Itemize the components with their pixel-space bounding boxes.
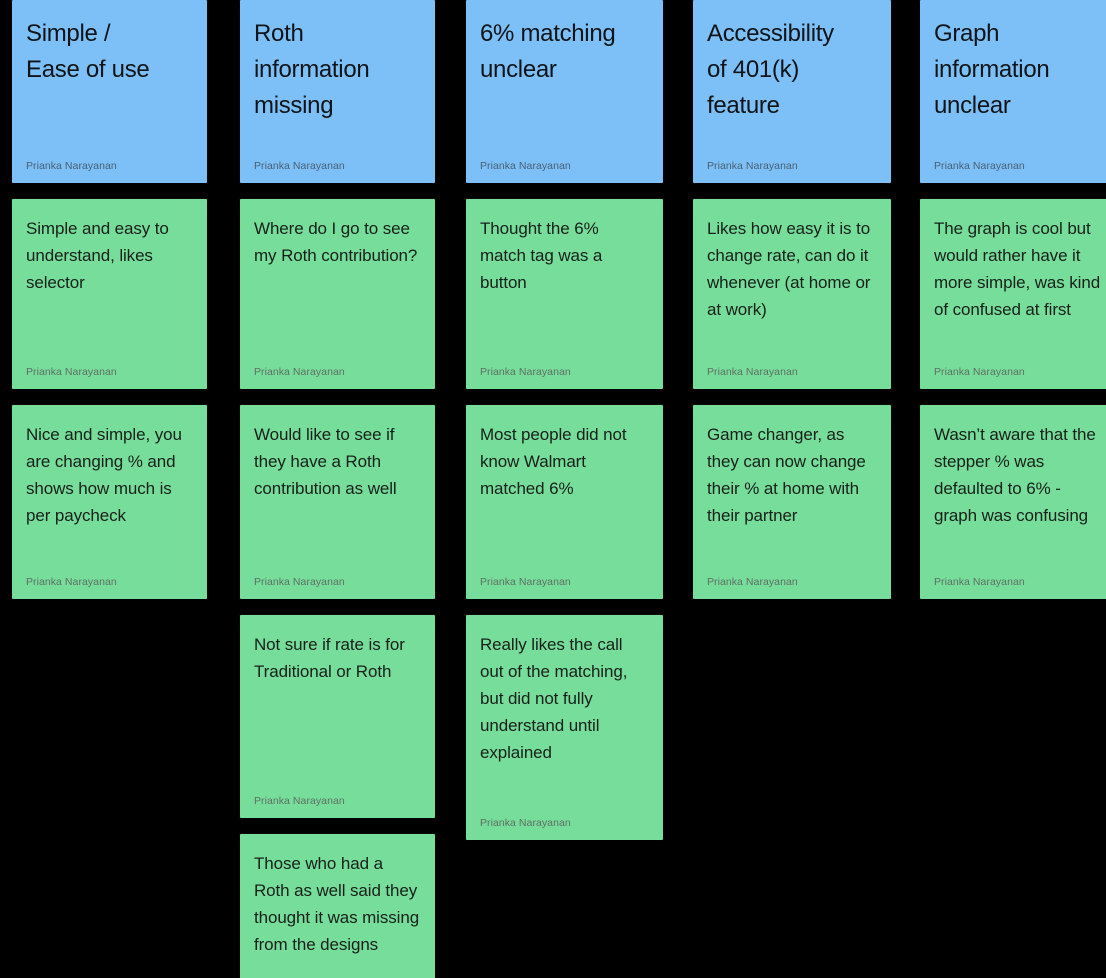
note-author: Prianka Narayanan (480, 817, 571, 829)
board-column-graph-information-unclear: Graph information unclear Prianka Naraya… (920, 0, 1106, 615)
board-column-accessibility-of-401k-feature: Accessibility of 401(k) feature Prianka … (693, 0, 891, 615)
sticky-note[interactable]: Simple and easy to understand, likes sel… (12, 199, 207, 389)
note-author: Prianka Narayanan (26, 366, 117, 378)
sticky-note-text: Most people did not know Walmart matched… (480, 425, 627, 498)
sticky-note[interactable]: Where do I go to see my Roth contributio… (240, 199, 435, 389)
board-column-roth-information-missing: Roth information missing Prianka Narayan… (240, 0, 435, 978)
sticky-note-text: Wasn’t aware that the stepper % was defa… (934, 425, 1096, 525)
header-note[interactable]: 6% matching unclear Prianka Narayanan (466, 0, 663, 183)
header-note-text: Roth information missing (254, 20, 370, 119)
sticky-note[interactable]: Really likes the call out of the matchin… (466, 615, 663, 840)
sticky-note[interactable]: Game changer, as they can now change the… (693, 405, 891, 599)
note-author: Prianka Narayanan (707, 366, 798, 378)
note-author: Prianka Narayanan (934, 576, 1025, 588)
note-author: Prianka Narayanan (707, 160, 798, 172)
sticky-note-text: Would like to see if they have a Roth co… (254, 425, 397, 498)
note-author: Prianka Narayanan (254, 576, 345, 588)
note-author: Prianka Narayanan (934, 160, 1025, 172)
note-author: Prianka Narayanan (934, 366, 1025, 378)
note-author: Prianka Narayanan (254, 366, 345, 378)
note-author: Prianka Narayanan (26, 160, 117, 172)
note-author: Prianka Narayanan (480, 366, 571, 378)
header-note[interactable]: Accessibility of 401(k) feature Prianka … (693, 0, 891, 183)
sticky-note-text: Nice and simple, you are changing % and … (26, 425, 182, 525)
header-note[interactable]: Simple / Ease of use Prianka Narayanan (12, 0, 207, 183)
header-note-text: Graph information unclear (934, 20, 1050, 119)
sticky-note-text: Game changer, as they can now change the… (707, 425, 866, 525)
board-column-6-percent-matching-unclear: 6% matching unclear Prianka Narayanan Th… (466, 0, 663, 856)
sticky-note[interactable]: Thought the 6% match tag was a button Pr… (466, 199, 663, 389)
sticky-note-text: Thought the 6% match tag was a button (480, 219, 603, 292)
sticky-note[interactable]: Those who had a Roth as well said they t… (240, 834, 435, 978)
sticky-note[interactable]: Wasn’t aware that the stepper % was defa… (920, 405, 1106, 599)
sticky-note[interactable]: Most people did not know Walmart matched… (466, 405, 663, 599)
sticky-note-text: Simple and easy to understand, likes sel… (26, 219, 169, 292)
sticky-note-text: Those who had a Roth as well said they t… (254, 854, 420, 954)
sticky-note-text: Where do I go to see my Roth contributio… (254, 219, 418, 265)
note-author: Prianka Narayanan (26, 576, 117, 588)
sticky-note-text: Likes how easy it is to change rate, can… (707, 219, 871, 319)
header-note-text: Simple / Ease of use (26, 20, 150, 83)
sticky-note[interactable]: Would like to see if they have a Roth co… (240, 405, 435, 599)
sticky-note-text: The graph is cool but would rather have … (934, 219, 1101, 319)
sticky-note-text: Really likes the call out of the matchin… (480, 635, 628, 762)
sticky-note[interactable]: The graph is cool but would rather have … (920, 199, 1106, 389)
board-column-simple-ease-of-use: Simple / Ease of use Prianka Narayanan S… (12, 0, 207, 615)
note-author: Prianka Narayanan (254, 160, 345, 172)
header-note-text: Accessibility of 401(k) feature (707, 20, 834, 119)
header-note-text: 6% matching unclear (480, 20, 616, 83)
sticky-note[interactable]: Nice and simple, you are changing % and … (12, 405, 207, 599)
note-author: Prianka Narayanan (254, 795, 345, 807)
note-author: Prianka Narayanan (480, 160, 571, 172)
header-note[interactable]: Graph information unclear Prianka Naraya… (920, 0, 1106, 183)
sticky-note[interactable]: Likes how easy it is to change rate, can… (693, 199, 891, 389)
note-author: Prianka Narayanan (480, 576, 571, 588)
header-note[interactable]: Roth information missing Prianka Narayan… (240, 0, 435, 183)
sticky-note-text: Not sure if rate is for Traditional or R… (254, 635, 405, 681)
note-author: Prianka Narayanan (707, 576, 798, 588)
sticky-note[interactable]: Not sure if rate is for Traditional or R… (240, 615, 435, 818)
